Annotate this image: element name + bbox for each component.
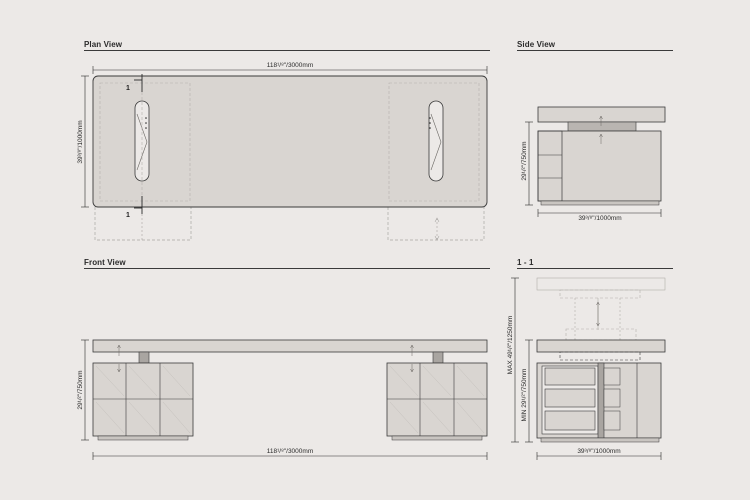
side-depth-dimension: 39³/⁸"/1000mm xyxy=(578,215,621,222)
plan-view-title: Plan View xyxy=(84,40,123,49)
section-max-height-dimension: MAX 49¹/²"/1250mm xyxy=(507,316,514,375)
side-height-dimension: 29¹/²"/750mm xyxy=(521,141,528,180)
section-min-height-dimension: MIN 29¹/²"/750mm xyxy=(521,369,528,422)
front-tabletop xyxy=(92,339,488,353)
plan-cable-slot-left xyxy=(134,100,150,182)
side-pedestal xyxy=(537,130,662,202)
front-view-title: Front View xyxy=(84,258,126,267)
front-view: 29¹/²"/750mm 118¹/⁸"/3000mm xyxy=(77,339,488,460)
front-width-dimension: 118¹/⁸"/3000mm xyxy=(267,448,313,455)
section-view-title: 1 - 1 xyxy=(517,258,534,267)
front-pedestal-right xyxy=(386,351,488,441)
section-view-rule xyxy=(517,268,673,269)
plan-depth-dimension: 39³/⁸"/1000mm xyxy=(77,120,84,163)
plan-width-dimension: 118¹/⁸"/3000mm xyxy=(267,62,313,69)
section-view: MAX 49¹/²"/1250mm MIN 29¹/²"/750mm 39³/⁸… xyxy=(507,277,666,460)
plan-view: 1 1 118¹/⁸"/3000mm 39³/⁸"/1000mm xyxy=(77,62,488,241)
section-depth-dimension: 39³/⁸"/1000mm xyxy=(577,448,620,455)
front-view-rule xyxy=(84,268,490,269)
section-tabletop xyxy=(536,339,666,353)
section-cut-line xyxy=(134,74,143,214)
side-view-title: Side View xyxy=(517,40,556,49)
cut-marker-top: 1 xyxy=(126,85,130,92)
plan-tabletop xyxy=(92,75,488,208)
side-tabletop xyxy=(537,106,666,123)
plan-cable-slot-right xyxy=(428,100,444,182)
front-height-dimension: 29¹/²"/750mm xyxy=(77,370,84,409)
side-view-rule xyxy=(517,50,673,51)
cut-marker-bottom: 1 xyxy=(126,212,130,219)
side-view: 29¹/²"/750mm 39³/⁸"/1000mm xyxy=(521,106,666,222)
plan-view-rule xyxy=(84,50,490,51)
front-pedestal-left xyxy=(92,351,194,441)
